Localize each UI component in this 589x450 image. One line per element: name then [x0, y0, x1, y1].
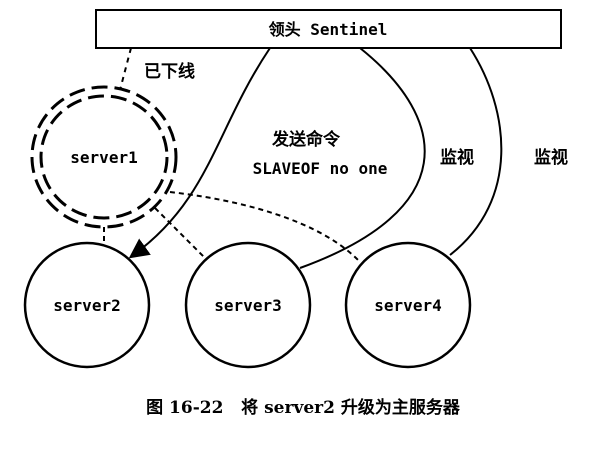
- offline-label: 已下线: [144, 61, 195, 82]
- command-title: 发送命令: [271, 129, 341, 150]
- server2-node: server2: [23, 241, 151, 369]
- server1-label: server1: [70, 148, 137, 167]
- server4-node: server4: [344, 241, 472, 369]
- monitor-label-1: 监视: [440, 147, 474, 168]
- figure-caption: 图 16-22 将 server2 升级为主服务器: [146, 397, 461, 418]
- monitor-label-2: 监视: [534, 147, 568, 168]
- monitor-line-server4: [449, 47, 503, 256]
- command-text: SLAVEOF no one: [253, 159, 388, 178]
- leader-sentinel-label: 领头 Sentinel: [269, 20, 388, 39]
- server3-node: server3: [184, 241, 312, 369]
- offline-connector: [119, 47, 132, 91]
- leader-sentinel-box: 领头 Sentinel: [95, 9, 562, 49]
- command-arrow: [128, 47, 271, 259]
- server1-to-server3-dashed: [154, 207, 206, 259]
- server2-label: server2: [53, 296, 120, 315]
- monitor-line-server3: [299, 47, 426, 269]
- server4-label: server4: [374, 296, 441, 315]
- server3-label: server3: [214, 296, 281, 315]
- server1-node: server1: [30, 85, 178, 229]
- server1-to-server4-dashed: [169, 191, 361, 263]
